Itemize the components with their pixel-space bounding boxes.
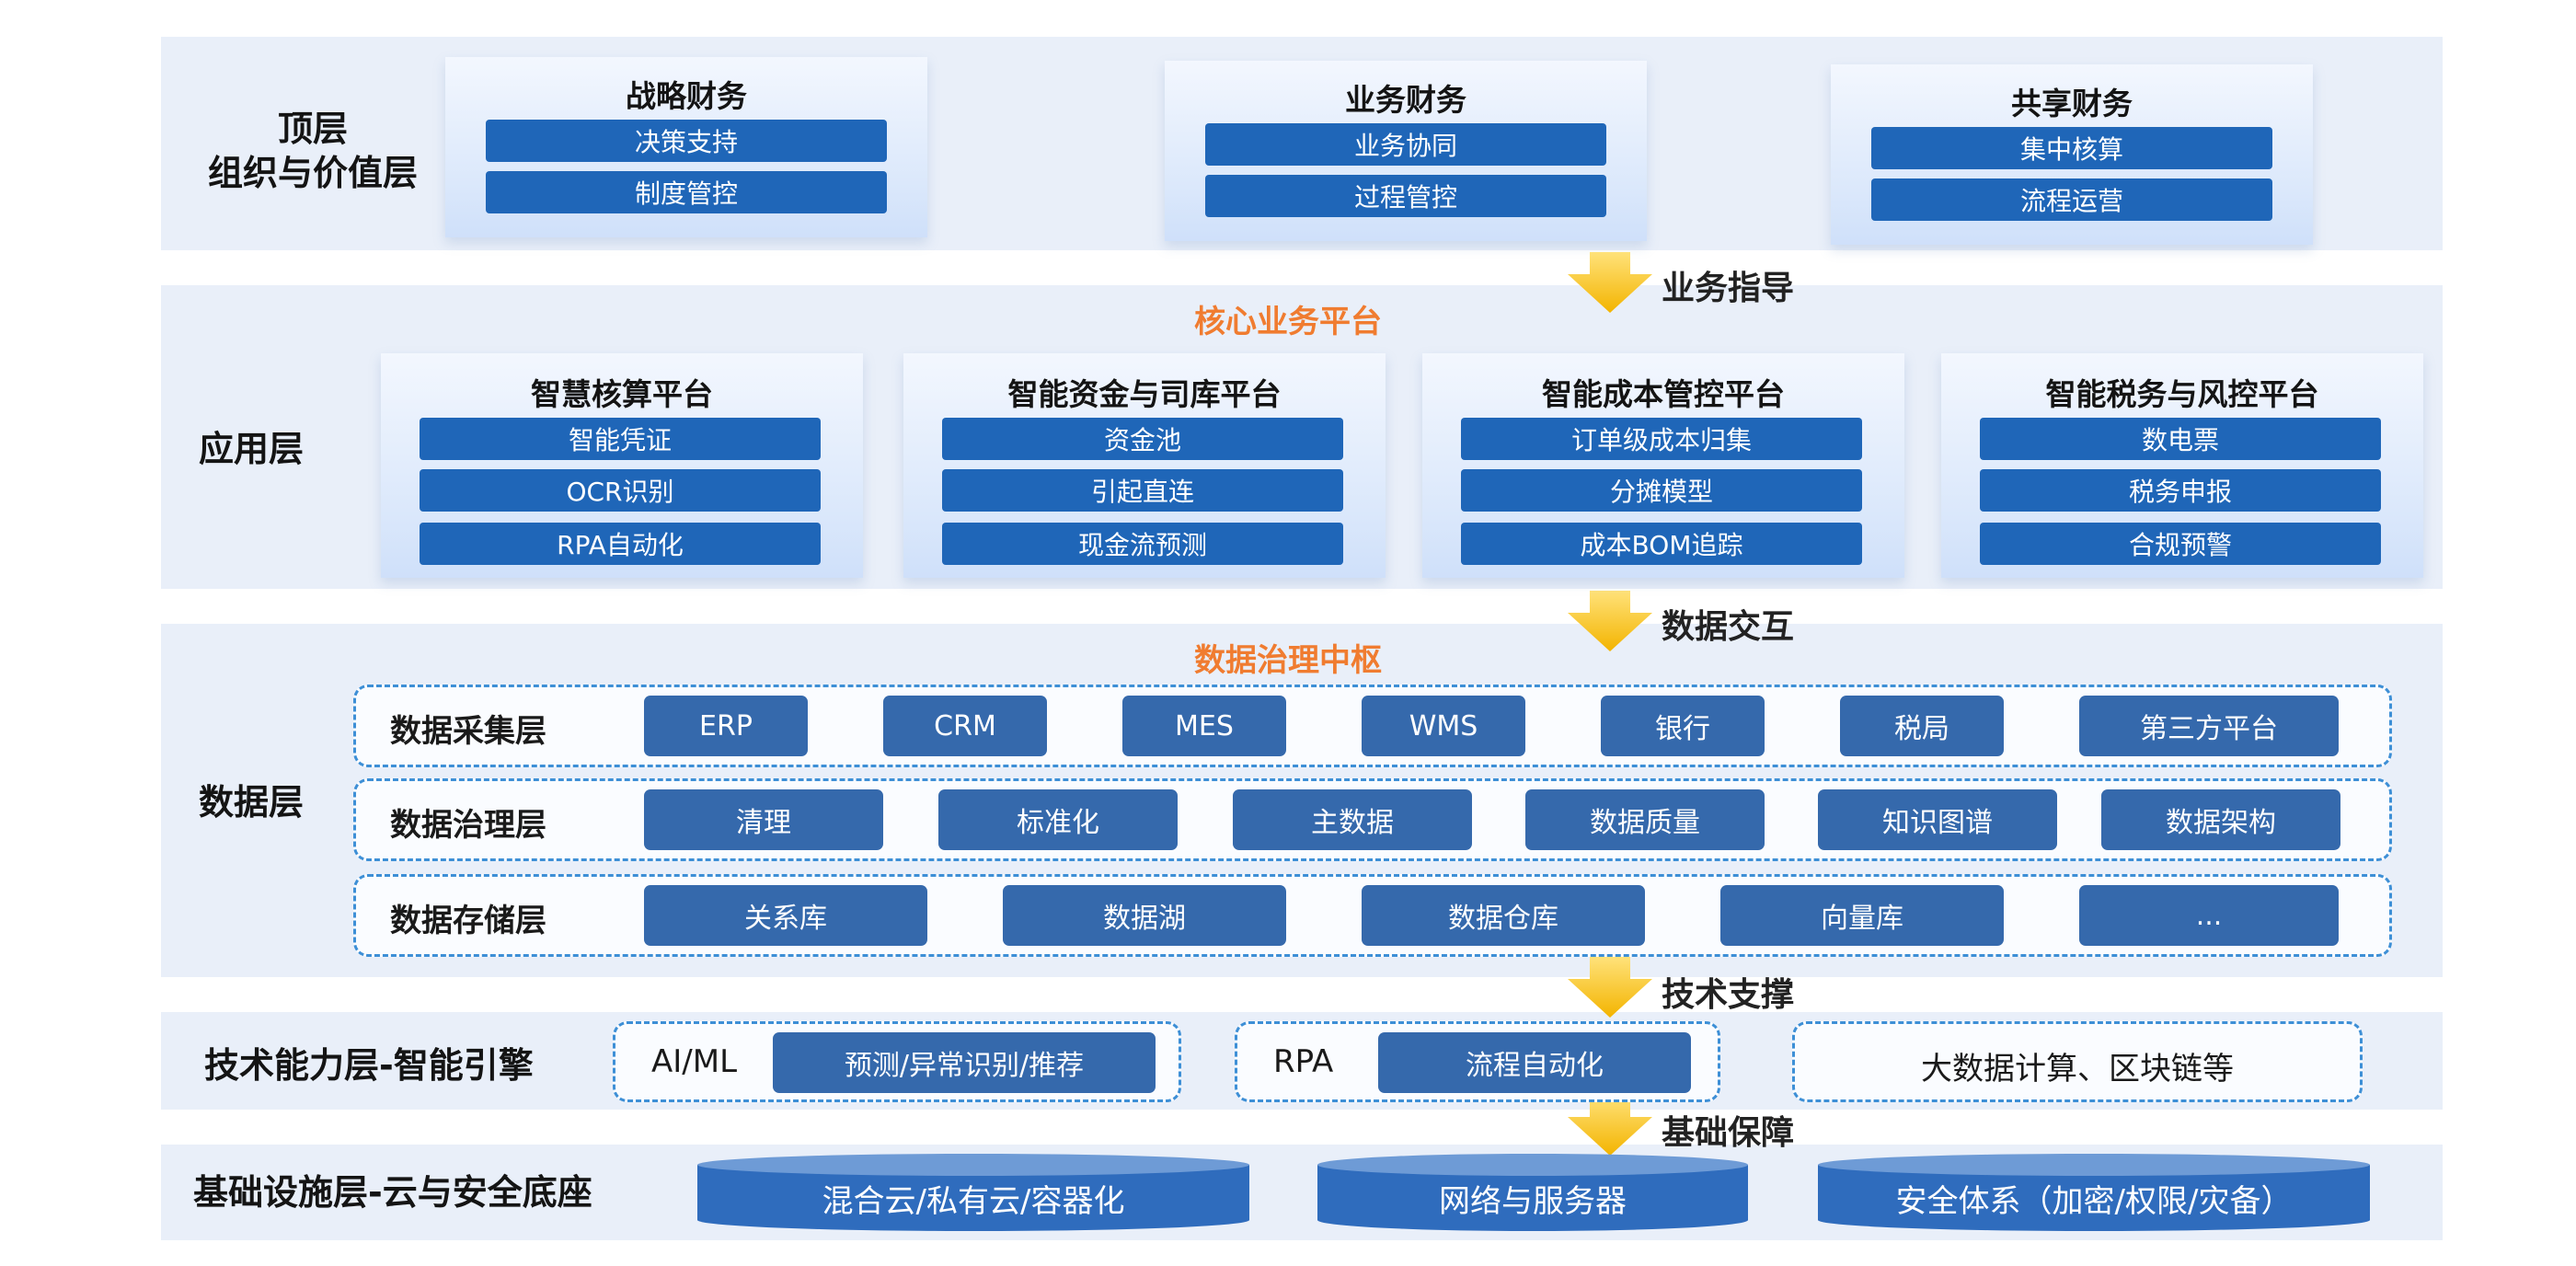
cylinder-hybrid-cloud: 混合云/私有云/容器化 [696,1152,1251,1233]
down-arrow-icon [1568,957,1652,1018]
cylinder-label: 混合云/私有云/容器化 [822,1183,1125,1220]
arrow-label-tech-support: 技术支撑 [1662,976,1795,1014]
item-pill: 引起直连 [942,469,1343,512]
card-title: 智慧核算平台 [531,376,713,412]
cylinder-security: 安全体系（加密/权限/灾备） [1816,1152,2372,1233]
item-pill: OCR识别 [420,469,821,512]
source-pill: CRM [883,696,1047,756]
top-layer-label: 顶层 组织与价值层 [202,107,423,195]
tech-group-name: RPA [1273,1043,1334,1080]
data-governance-heading: 数据治理中枢 [1194,642,1382,679]
storage-pill: 关系库 [644,885,927,946]
governance-pill: 清理 [644,789,883,850]
arrow-label-business-guidance: 业务指导 [1662,270,1795,307]
card-shared-finance: 共享财务 集中核算 流程运营 [1831,64,2313,245]
item-pill: RPA自动化 [420,523,821,565]
tech-group-name: AI/ML [651,1043,738,1080]
infra-layer-label: 基础设施层-云与安全底座 [193,1172,592,1213]
cylinder-icon [697,1154,1249,1231]
arrow-label-infra-support: 基础保障 [1662,1114,1795,1152]
card-title: 智能成本管控平台 [1542,376,1785,412]
item-pill: 集中核算 [1871,127,2272,169]
card-title: 业务财务 [1345,82,1466,118]
governance-pill: 知识图谱 [1818,789,2057,850]
source-pill: 银行 [1601,696,1765,756]
item-pill: 合规预警 [1980,523,2381,565]
card-title: 智能税务与风控平台 [2045,376,2319,412]
cylinder-icon [1818,1154,2370,1231]
down-arrow-icon [1568,591,1652,651]
item-pill: 数电票 [1980,418,2381,460]
cylinder-label: 网络与服务器 [1439,1183,1627,1220]
source-pill: MES [1122,696,1286,756]
core-platform-heading: 核心业务平台 [1194,304,1382,340]
item-pill: 现金流预测 [942,523,1343,565]
item-pill: 订单级成本归集 [1461,418,1862,460]
card-smart-accounting: 智慧核算平台 智能凭证 OCR识别 RPA自动化 [381,353,863,578]
item-pill: 流程运营 [1871,178,2272,221]
tech-group-bigdata [1792,1021,2363,1102]
item-pill: 业务协同 [1205,123,1606,166]
item-pill: 税务申报 [1980,469,2381,512]
down-arrow-icon [1568,252,1652,313]
card-strategic-finance: 战略财务 决策支持 制度管控 [445,57,927,237]
card-title: 智能资金与司库平台 [1007,376,1282,412]
storage-pill: 数据湖 [1003,885,1286,946]
item-pill: 制度管控 [486,171,887,213]
item-pill: 资金池 [942,418,1343,460]
governance-pill: 数据质量 [1525,789,1765,850]
item-pill: 决策支持 [486,120,887,162]
storage-pill: 向量库 [1720,885,2004,946]
cylinder-network-servers: 网络与服务器 [1316,1152,1750,1233]
data-layer-label: 数据层 [199,782,305,823]
top-layer-label-line2: 组织与价值层 [207,153,418,193]
item-pill: 成本BOM追踪 [1461,523,1862,565]
cylinder-label: 安全体系（加密/权限/灾备） [1895,1183,2293,1220]
storage-pill: ... [2079,885,2339,946]
tech-pill: 流程自动化 [1378,1032,1691,1093]
card-cost-control: 智能成本管控平台 订单级成本归集 分摊模型 成本BOM追踪 [1422,353,1904,578]
cylinder-icon [1317,1154,1748,1231]
card-business-finance: 业务财务 业务协同 过程管控 [1165,61,1647,241]
data-storage-label: 数据存储层 [390,903,546,939]
card-tax-risk: 智能税务与风控平台 数电票 税务申报 合规预警 [1941,353,2423,578]
top-layer-label-line1: 顶层 [277,109,348,149]
source-pill: ERP [644,696,808,756]
storage-pill: 数据仓库 [1362,885,1645,946]
governance-pill: 主数据 [1233,789,1472,850]
source-pill: 税局 [1840,696,2004,756]
source-pill: WMS [1362,696,1525,756]
down-arrow-icon [1568,1095,1652,1156]
card-treasury: 智能资金与司库平台 资金池 引起直连 现金流预测 [903,353,1386,578]
item-pill: 智能凭证 [420,418,821,460]
item-pill: 过程管控 [1205,175,1606,217]
app-layer-label: 应用层 [199,429,305,469]
card-title: 共享财务 [2011,86,2133,121]
data-collection-label: 数据采集层 [390,713,546,750]
card-title: 战略财务 [626,78,747,114]
item-pill: 分摊模型 [1461,469,1862,512]
data-governance-label: 数据治理层 [390,807,546,844]
tech-pill: 预测/异常识别/推荐 [773,1032,1156,1093]
governance-pill: 数据架构 [2101,789,2340,850]
arrow-label-data-interaction: 数据交互 [1662,608,1795,646]
governance-pill: 标准化 [938,789,1178,850]
tech-group-text: 大数据计算、区块链等 [1921,1051,2234,1088]
tech-layer-label: 技术能力层-智能引擎 [204,1045,534,1086]
source-pill: 第三方平台 [2079,696,2339,756]
